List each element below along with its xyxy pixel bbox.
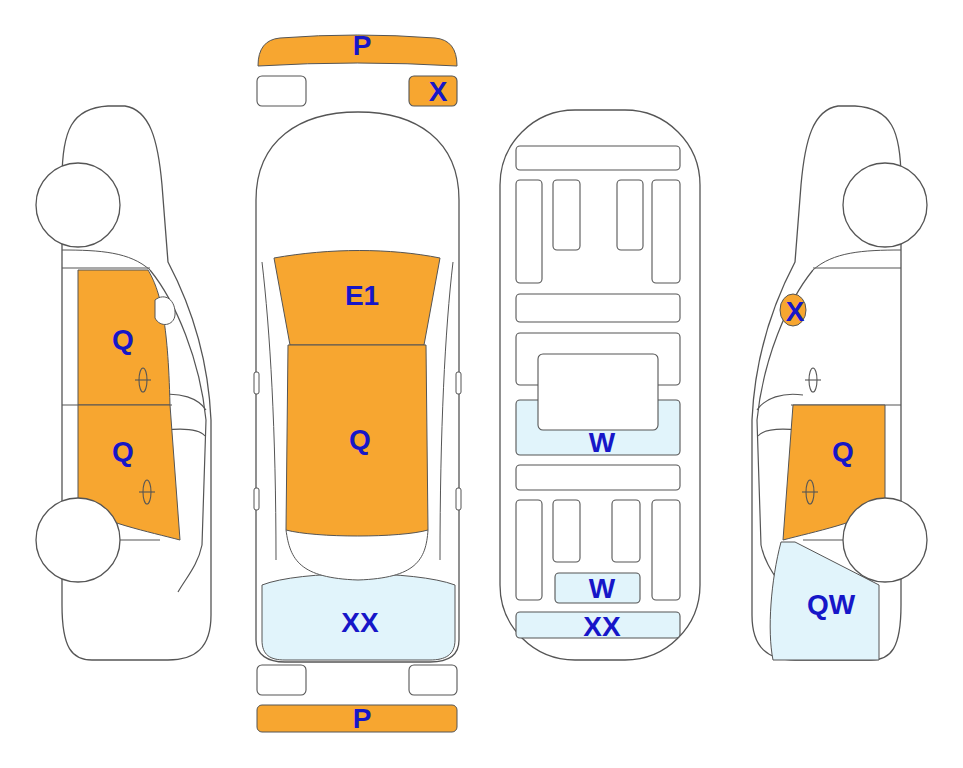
damage-code: P <box>353 705 372 733</box>
damage-code: XX <box>341 609 378 637</box>
damage-code: W <box>589 429 615 457</box>
damage-code: Q <box>349 426 371 454</box>
damage-code: Q <box>832 438 854 466</box>
damage-code: X <box>786 298 805 326</box>
damage-code: W <box>589 575 615 603</box>
damage-code: P <box>353 32 372 60</box>
damage-code: Q <box>112 326 134 354</box>
damage-code: QW <box>807 591 855 619</box>
damage-code: Q <box>112 438 134 466</box>
damage-code: XX <box>583 613 620 641</box>
damage-code: E1 <box>345 282 379 310</box>
damage-code: X <box>429 78 448 106</box>
